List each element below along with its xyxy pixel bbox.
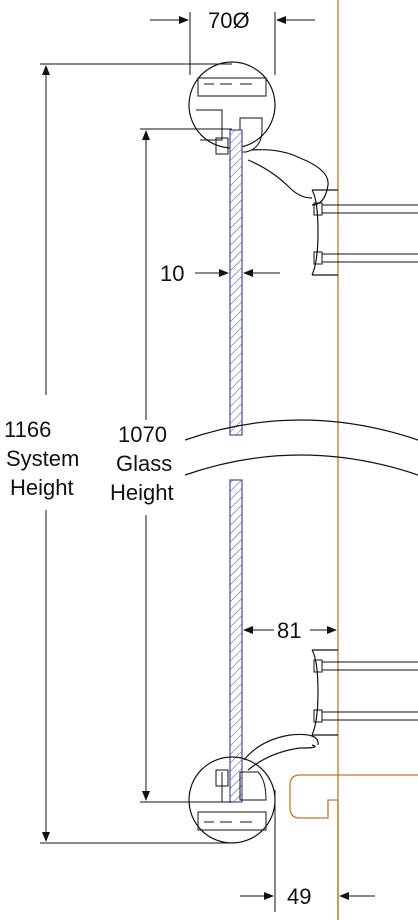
glass-thickness-label: 10 [160, 261, 184, 286]
lower-bracket [243, 649, 418, 771]
system-height-line1: System [6, 446, 79, 471]
offset-lower-label: 49 [287, 884, 311, 909]
top-handrail [188, 61, 329, 206]
rail-diameter-label: 70Ø [208, 8, 250, 33]
glass-height-value: 1070 [118, 422, 167, 447]
system-height-line2: Height [10, 475, 74, 500]
wall [289, 0, 418, 920]
offset-upper-label: 81 [277, 618, 301, 643]
glass-panel-lower [229, 479, 243, 803]
glass-height-line2: Height [110, 480, 174, 505]
system-height-value: 1166 [4, 417, 51, 442]
glass-height-line1: Glass [116, 451, 172, 476]
break-lines [184, 419, 418, 476]
top-bracket [311, 189, 418, 276]
offset-lower-dimension [240, 790, 375, 912]
glass-height-dimension [140, 128, 232, 803]
system-height-dimension [40, 63, 232, 844]
glass-panel-upper [229, 129, 243, 436]
